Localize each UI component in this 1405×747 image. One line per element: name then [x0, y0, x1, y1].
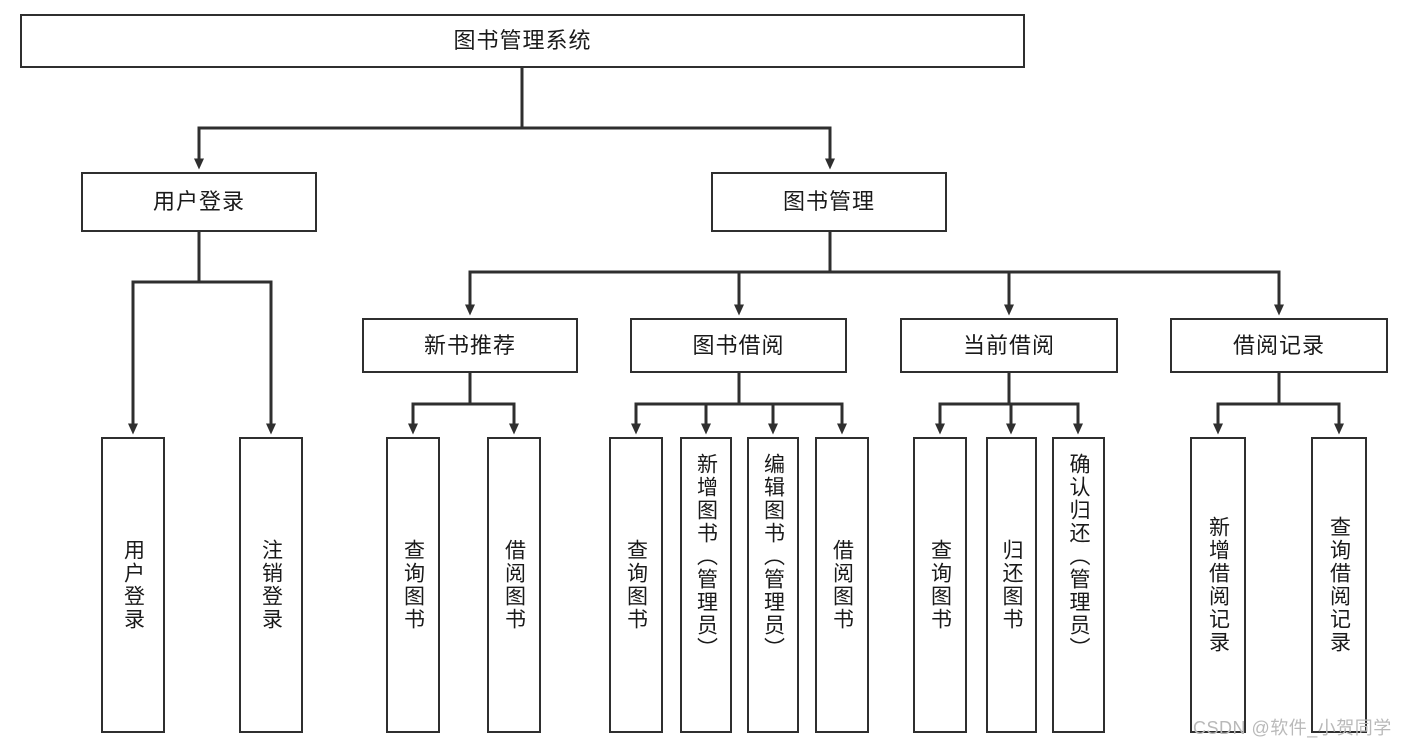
node-leaf[interactable]: 注销登录: [239, 437, 303, 733]
node-leaf[interactable]: 确认归还（管理员）: [1052, 437, 1105, 733]
node-current-borrow[interactable]: 当前借阅: [900, 318, 1118, 373]
node-leaf-label: 查询图书: [624, 539, 648, 631]
node-root-label: 图书管理系统: [453, 28, 592, 54]
node-leaf-label: 注销登录: [259, 539, 283, 631]
node-borrow-record-label: 借阅记录: [1232, 332, 1325, 358]
node-book-borrow[interactable]: 图书借阅: [630, 318, 847, 373]
node-leaf-label: 新增图书（管理员）: [694, 453, 718, 660]
node-leaf[interactable]: 新增图书（管理员）: [680, 437, 732, 733]
node-leaf[interactable]: 查询图书: [386, 437, 440, 733]
node-leaf[interactable]: 借阅图书: [815, 437, 869, 733]
node-book-management[interactable]: 图书管理: [711, 172, 947, 232]
watermark: CSDN @软件_小贺同学: [1193, 718, 1392, 738]
node-leaf[interactable]: 查询图书: [913, 437, 967, 733]
node-leaf-label: 归还图书: [1000, 539, 1024, 631]
node-leaf-label: 查询借阅记录: [1327, 516, 1351, 654]
node-leaf[interactable]: 借阅图书: [487, 437, 541, 733]
node-leaf-label: 查询图书: [928, 539, 952, 631]
node-leaf[interactable]: 编辑图书（管理员）: [747, 437, 799, 733]
node-leaf[interactable]: 查询图书: [609, 437, 663, 733]
node-leaf-label: 新增借阅记录: [1206, 516, 1230, 654]
node-leaf[interactable]: 新增借阅记录: [1190, 437, 1246, 733]
node-new-book-recommend[interactable]: 新书推荐: [362, 318, 578, 373]
node-leaf[interactable]: 查询借阅记录: [1311, 437, 1367, 733]
node-leaf-label: 确认归还（管理员）: [1067, 453, 1091, 660]
node-root-system[interactable]: 图书管理系统: [20, 14, 1025, 68]
node-leaf-label: 用户登录: [121, 539, 145, 631]
node-leaf-label: 编辑图书（管理员）: [761, 453, 785, 660]
node-leaf[interactable]: 用户登录: [101, 437, 165, 733]
node-leaf-label: 借阅图书: [502, 539, 526, 631]
node-leaf-label: 借阅图书: [830, 539, 854, 631]
node-leaf[interactable]: 归还图书: [986, 437, 1037, 733]
node-user-login-label: 用户登录: [152, 189, 245, 215]
node-borrow-record[interactable]: 借阅记录: [1170, 318, 1388, 373]
node-book-borrow-label: 图书借阅: [692, 332, 785, 358]
node-user-login[interactable]: 用户登录: [81, 172, 317, 232]
node-new-book-recommend-label: 新书推荐: [423, 332, 516, 358]
node-current-borrow-label: 当前借阅: [962, 332, 1055, 358]
node-book-management-label: 图书管理: [782, 189, 875, 215]
node-leaf-label: 查询图书: [401, 539, 425, 631]
